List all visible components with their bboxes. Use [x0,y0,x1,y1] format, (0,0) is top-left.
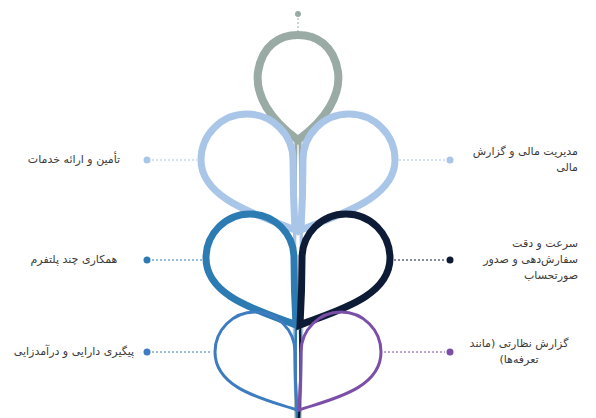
top-loop [258,35,339,140]
loop-left-2 [206,214,296,325]
leader-dots [144,157,454,356]
category-label: تأمین و ارائه خدمات [10,152,138,168]
loop-right-3 [299,312,381,410]
loop-right-2 [300,214,390,325]
top-leader [298,18,299,32]
category-label: همکاری چند پلتفرم [10,252,138,268]
top-dot [295,11,301,17]
category-label: پیگیری دارایی و درآمدزایی [10,344,138,360]
loop-left-3 [215,312,297,410]
category-label: سرعت و دقت سفارش‌دهی و صدور صورتحساب [460,236,578,284]
leader-lines [152,160,445,352]
category-label: گزارش نظارتی (مانند تعرفه‌ها) [460,336,578,368]
category-label: مدیریت مالی و گزارش مالی [460,144,578,176]
